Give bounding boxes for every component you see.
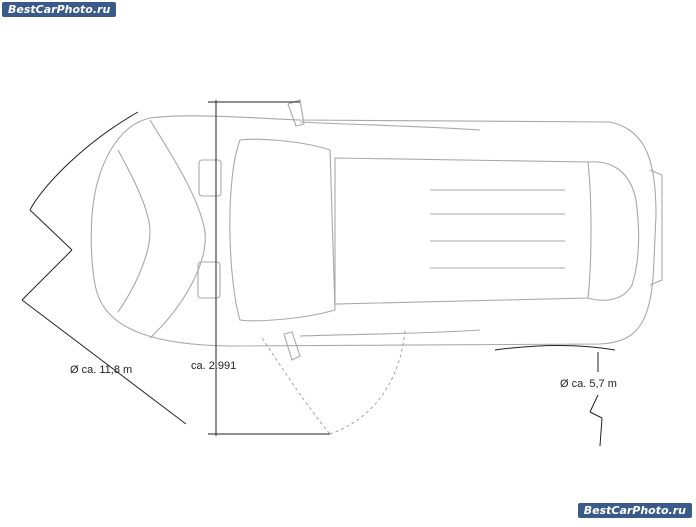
- turning-circle-label: Ø ca. 11,8 m: [70, 364, 133, 376]
- watermark-bottom: BestCarPhoto.ru: [577, 503, 692, 518]
- car-outline: [90, 99, 663, 361]
- door-swing-label: ca. 2.991: [191, 360, 237, 372]
- door-swing-arc: [261, 329, 406, 435]
- rear-radius-label: Ø ca. 5,7 m: [560, 378, 617, 390]
- dimension-lines: [21, 100, 616, 447]
- watermark-top: BestCarPhoto.ru: [2, 2, 117, 17]
